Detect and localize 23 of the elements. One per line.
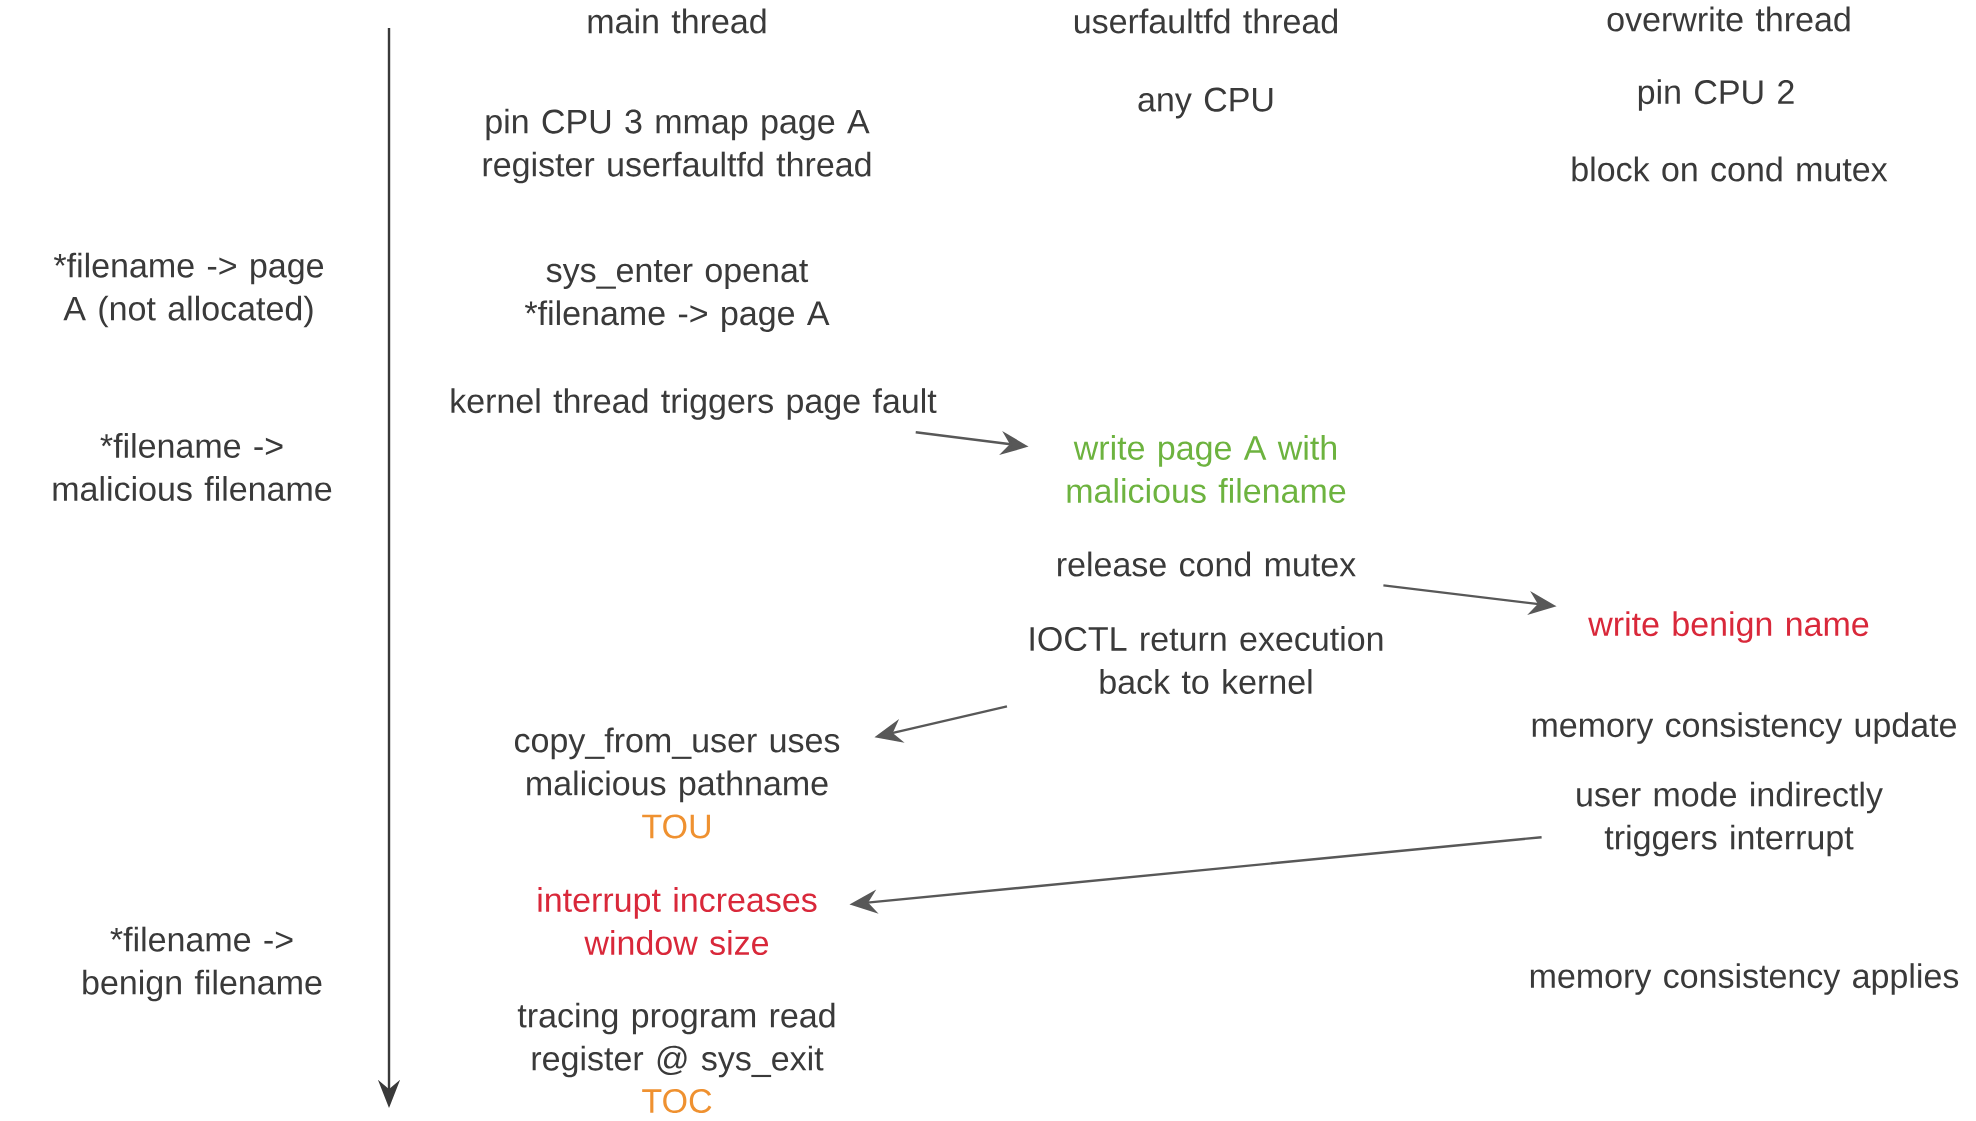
step-text: TOC xyxy=(642,1088,712,1114)
step-text: kernel thread triggers page fault xyxy=(451,388,937,420)
step-text: user mode indirectly triggers interrupt xyxy=(1577,781,1883,857)
step-text: sys_enter openat *filename -> page A xyxy=(524,260,830,333)
step-text: write benign name xyxy=(1588,611,1869,643)
state-note: *filename -> page A (not allocated) xyxy=(53,252,324,328)
column-heading: userfaultfd thread xyxy=(1074,8,1338,34)
column-heading: overwrite thread xyxy=(1607,6,1850,32)
step-text: any CPU xyxy=(1138,87,1273,119)
step-text: IOCTL return execution back to kernel xyxy=(1030,626,1383,694)
step-text: memory consistency applies xyxy=(1530,963,1959,995)
state-note: *filename -> benign filename xyxy=(83,926,322,1002)
step-text: release cond mutex xyxy=(1058,551,1356,577)
step-text: tracing program read register @ sys_exit xyxy=(517,1002,835,1078)
step-text: write page A with malicious filename xyxy=(1067,435,1346,503)
column-heading: main thread xyxy=(588,8,766,34)
step-text: pin CPU 2 xyxy=(1638,79,1794,111)
step-text: memory consistency update xyxy=(1532,712,1956,744)
step-text: pin CPU 3 mmap page A register userfaultfd thread xyxy=(483,108,871,184)
step-text: interrupt increases window size xyxy=(538,887,817,955)
step-text: block on cond mutex xyxy=(1572,156,1888,182)
state-note: *filename -> malicious filename xyxy=(53,433,332,501)
step-text: copy_from_user uses malicious pathname TOU xyxy=(515,727,840,839)
